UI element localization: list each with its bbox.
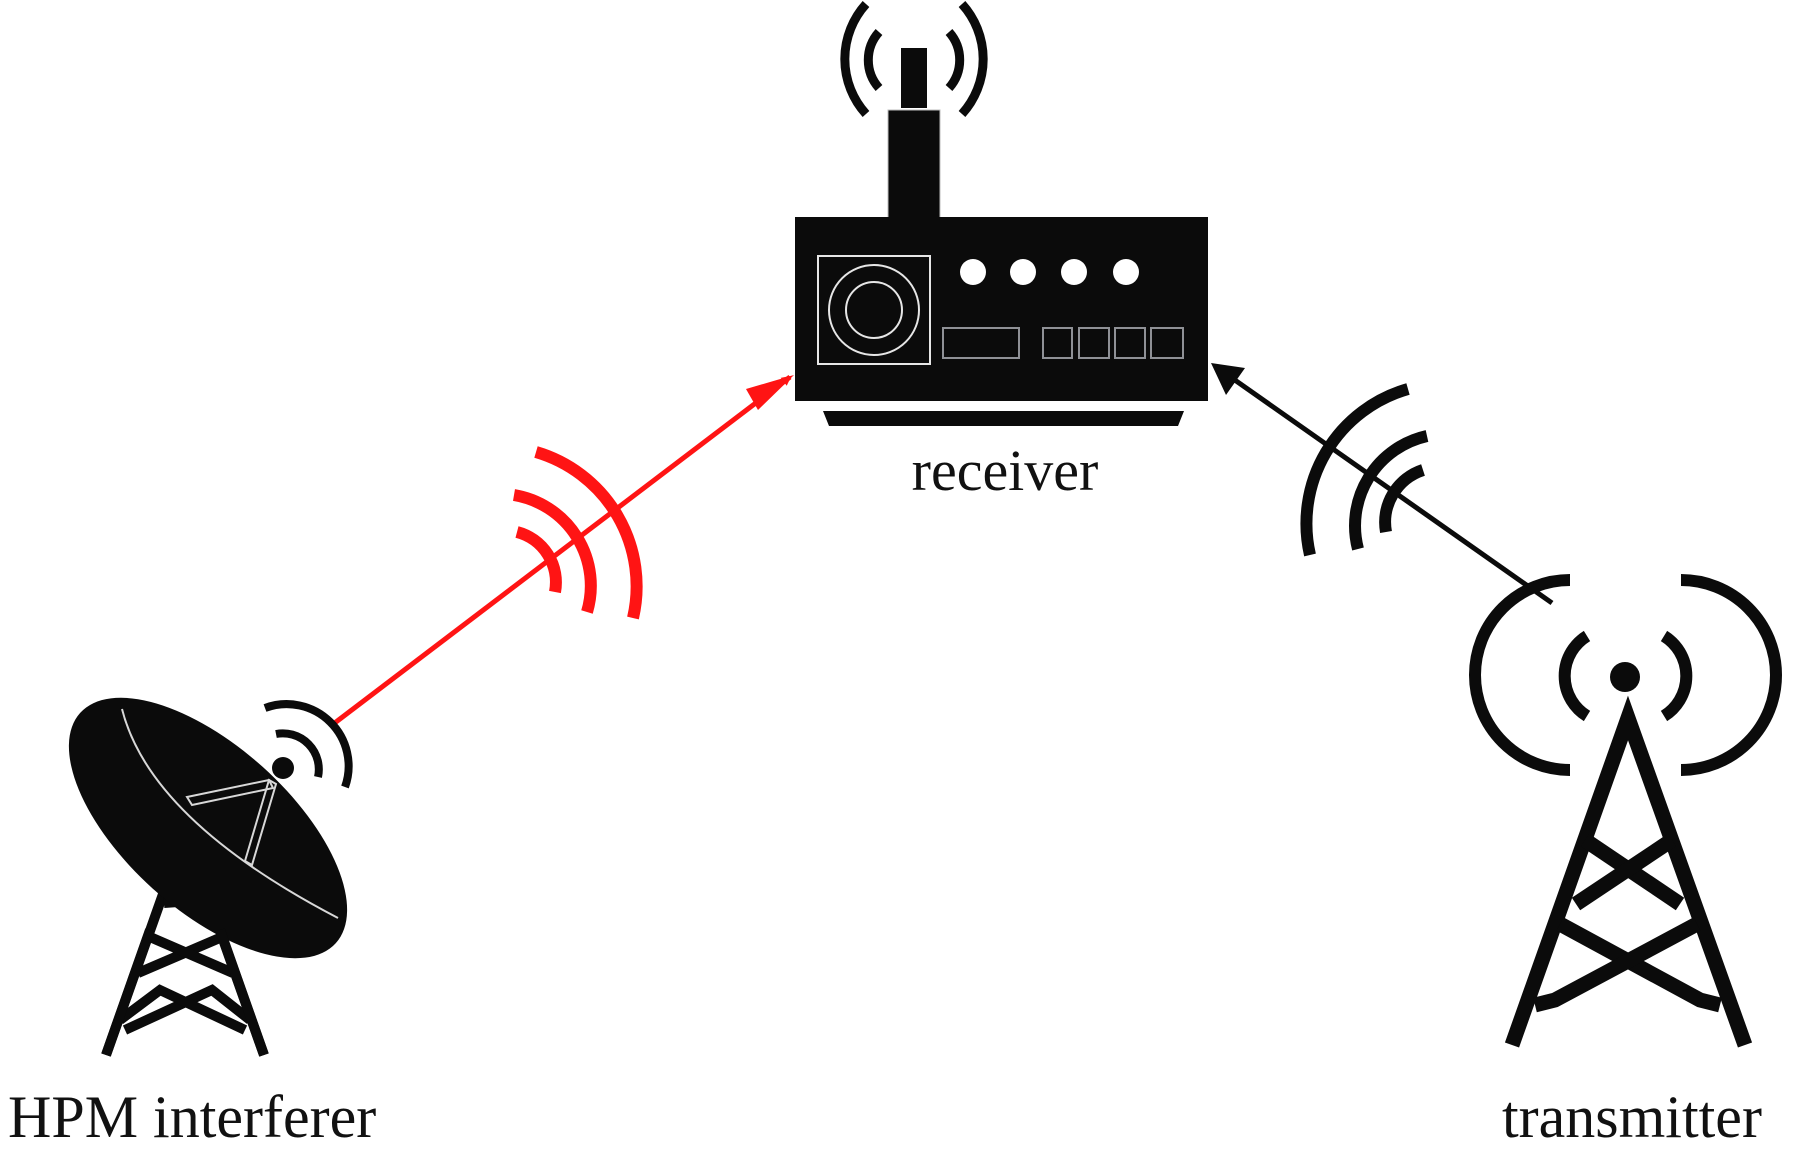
signal-link bbox=[1211, 363, 1554, 606]
interferer-waves-icon bbox=[263, 700, 353, 789]
transmitter-label: transmitter bbox=[1502, 1084, 1762, 1150]
interference-arrow bbox=[330, 375, 792, 727]
receiver-base bbox=[823, 411, 1184, 426]
receiver-label: receiver bbox=[912, 438, 1099, 503]
transmitter-waves-icon bbox=[1469, 574, 1782, 776]
black-signal-waves-icon bbox=[1300, 383, 1429, 557]
receiver-antenna-icon bbox=[887, 48, 941, 229]
radio-tower-icon bbox=[1469, 574, 1782, 1048]
buttons-icon bbox=[942, 327, 1184, 359]
receiver-node: receiver bbox=[795, 0, 1208, 503]
dish-feed-arm bbox=[185, 778, 278, 867]
dish-feed bbox=[272, 757, 294, 779]
transmitter-tower bbox=[1504, 695, 1753, 1048]
interferer-node: HPM interferer bbox=[8, 697, 376, 1150]
receiver-antenna-waves-icon bbox=[840, 0, 988, 118]
transmitter-dot bbox=[1610, 662, 1640, 692]
interference-arrowhead bbox=[746, 375, 794, 410]
speaker-icon bbox=[817, 255, 931, 365]
radio-receiver-icon bbox=[795, 217, 1208, 426]
transmitter-node: transmitter bbox=[1469, 574, 1782, 1150]
satellite-dish-tower-icon bbox=[68, 697, 353, 1057]
signal-arrowhead bbox=[1211, 363, 1245, 395]
knobs-icon bbox=[960, 259, 1139, 285]
interferer-label: HPM interferer bbox=[8, 1084, 376, 1150]
interference-link bbox=[330, 375, 794, 727]
signal-arrow bbox=[1220, 368, 1554, 606]
red-signal-waves-icon bbox=[512, 446, 643, 620]
dish-rim bbox=[121, 708, 339, 919]
dish bbox=[68, 697, 348, 959]
